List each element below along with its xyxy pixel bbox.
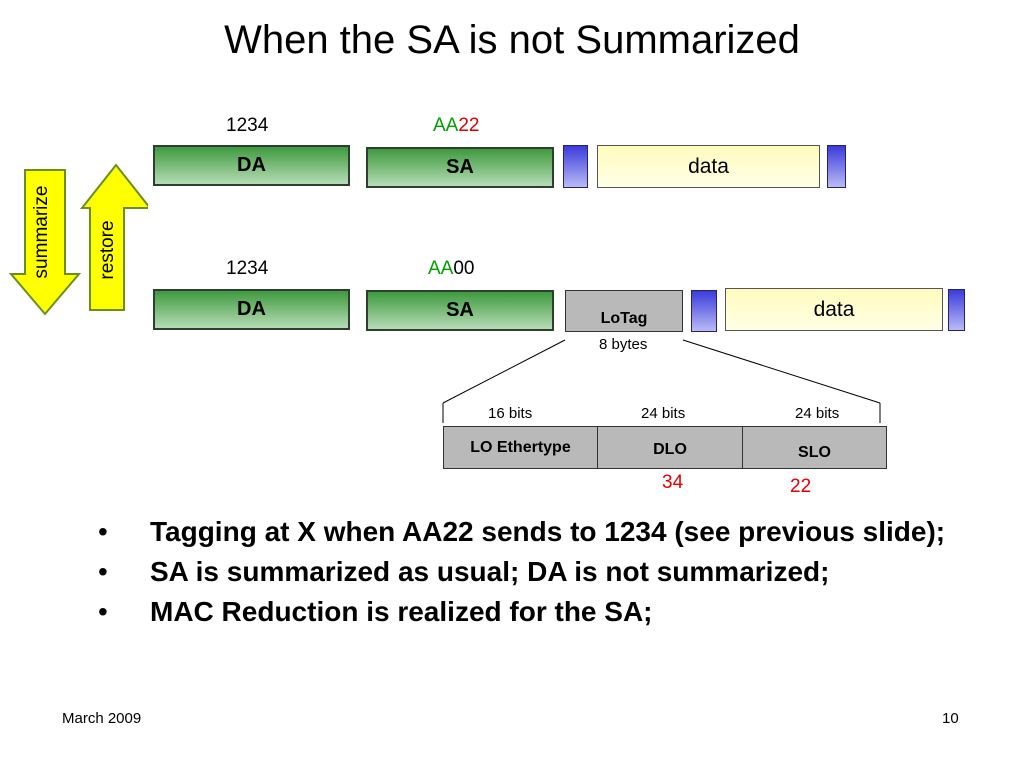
bullet-list: Tagging at X when AA22 sends to 1234 (se…	[90, 512, 1010, 632]
row1-sa-suffix: 22	[458, 115, 480, 136]
lo-ethertype-label: LO Ethertype	[470, 438, 571, 456]
row2-da-label: DA	[237, 298, 266, 320]
row1-da-box: DA	[153, 145, 350, 186]
row2-lotag-label: LoTag	[600, 310, 648, 327]
row1-da-label: DA	[237, 154, 266, 176]
row2-data-box: data	[725, 288, 943, 331]
row2-sa-prefix: AA	[428, 258, 454, 279]
slide-title: When the SA is not Summarized	[224, 18, 800, 62]
row1-blue-end-marker	[827, 145, 846, 188]
bullet-item: SA is summarized as usual; DA is not sum…	[90, 552, 1010, 592]
row1-da-address: 1234	[226, 115, 269, 136]
row1-data-label: data	[688, 154, 729, 178]
lo-ethertype-field: LO Ethertype	[443, 426, 598, 469]
row2-blue-marker	[691, 290, 717, 332]
row2-blue-end-marker	[948, 289, 965, 331]
row2-sa-suffix: 00	[453, 258, 475, 279]
bullet-item: MAC Reduction is realized for the SA;	[90, 592, 1010, 632]
footer-date: March 2009	[62, 710, 142, 727]
page-number: 10	[942, 710, 959, 727]
slo-value: 22	[790, 476, 812, 497]
row2-sa-box: SA	[366, 290, 554, 331]
row2-sa-address: AA00	[428, 258, 475, 280]
field-bits-1: 16 bits	[488, 405, 533, 422]
row2-sa-label: SA	[446, 299, 474, 321]
slo-label: SLO	[798, 444, 831, 461]
row2-da-box: DA	[153, 289, 350, 330]
row2-da-address: 1234	[226, 258, 269, 279]
field-bits-3: 24 bits	[795, 405, 840, 422]
row1-sa-address: AA22	[433, 115, 480, 137]
dlo-label: DLO	[653, 441, 687, 458]
row1-sa-label: SA	[446, 156, 474, 178]
row1-data-box: data	[597, 145, 820, 188]
slo-field: SLO	[742, 426, 887, 469]
bullet-item: Tagging at X when AA22 sends to 1234 (se…	[90, 512, 1010, 552]
dlo-value: 34	[662, 472, 684, 493]
row1-sa-prefix: AA	[433, 115, 459, 136]
summarize-arrow-icon	[8, 169, 82, 316]
row1-blue-marker	[563, 145, 588, 188]
arrows-graphic	[8, 163, 148, 316]
row2-data-label: data	[813, 297, 855, 321]
field-bits-2: 24 bits	[641, 405, 686, 422]
row1-sa-box: SA	[366, 147, 554, 188]
row2-lotag-box: LoTag	[565, 290, 683, 332]
restore-arrow-icon	[79, 163, 148, 311]
lotag-size-label: 8 bytes	[599, 336, 648, 353]
dlo-field: DLO	[597, 426, 743, 469]
